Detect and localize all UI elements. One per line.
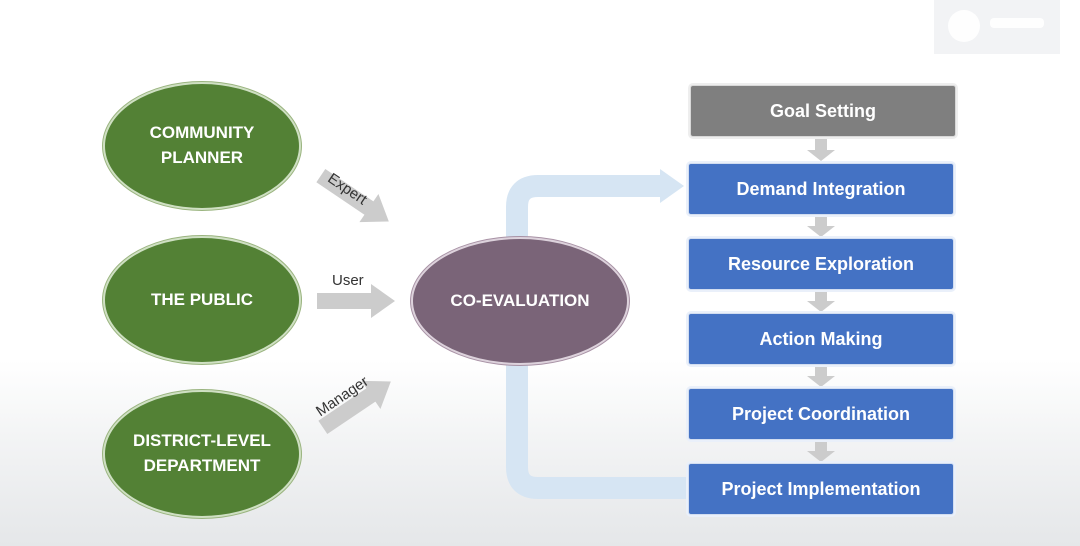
community-planner-ellipse: COMMUNITY PLANNER: [103, 82, 301, 210]
district-level-department-ellipse: DISTRICT-LEVEL DEPARTMENT: [103, 390, 301, 518]
step-down-arrows: [807, 139, 835, 462]
step-demand-integration: Demand Integration: [688, 163, 954, 215]
expert-arrow: [316, 168, 389, 223]
down-arrow-1: [807, 139, 835, 161]
step-action-making: Action Making: [688, 313, 954, 365]
watermark-logo-icon: [948, 10, 980, 42]
the-public-ellipse: THE PUBLIC: [103, 236, 301, 364]
watermark-logo-text: [990, 18, 1044, 28]
manager-arrow: [318, 380, 391, 435]
step-goal-setting: Goal Setting: [690, 85, 956, 137]
user-label: User: [332, 272, 364, 289]
step-resource-exploration: Resource Exploration: [688, 238, 954, 290]
co-evaluation-ellipse: CO-EVALUATION: [411, 237, 629, 365]
user-arrow: [317, 284, 395, 318]
watermark-logo: [934, 0, 1060, 54]
feedback-loop-arrowhead: [660, 169, 684, 203]
down-arrow-4: [807, 366, 835, 387]
down-arrow-5: [807, 441, 835, 462]
down-arrow-2: [807, 216, 835, 237]
step-project-coordination: Project Coordination: [688, 388, 954, 440]
step-project-implementation: Project Implementation: [688, 463, 954, 515]
down-arrow-3: [807, 291, 835, 312]
